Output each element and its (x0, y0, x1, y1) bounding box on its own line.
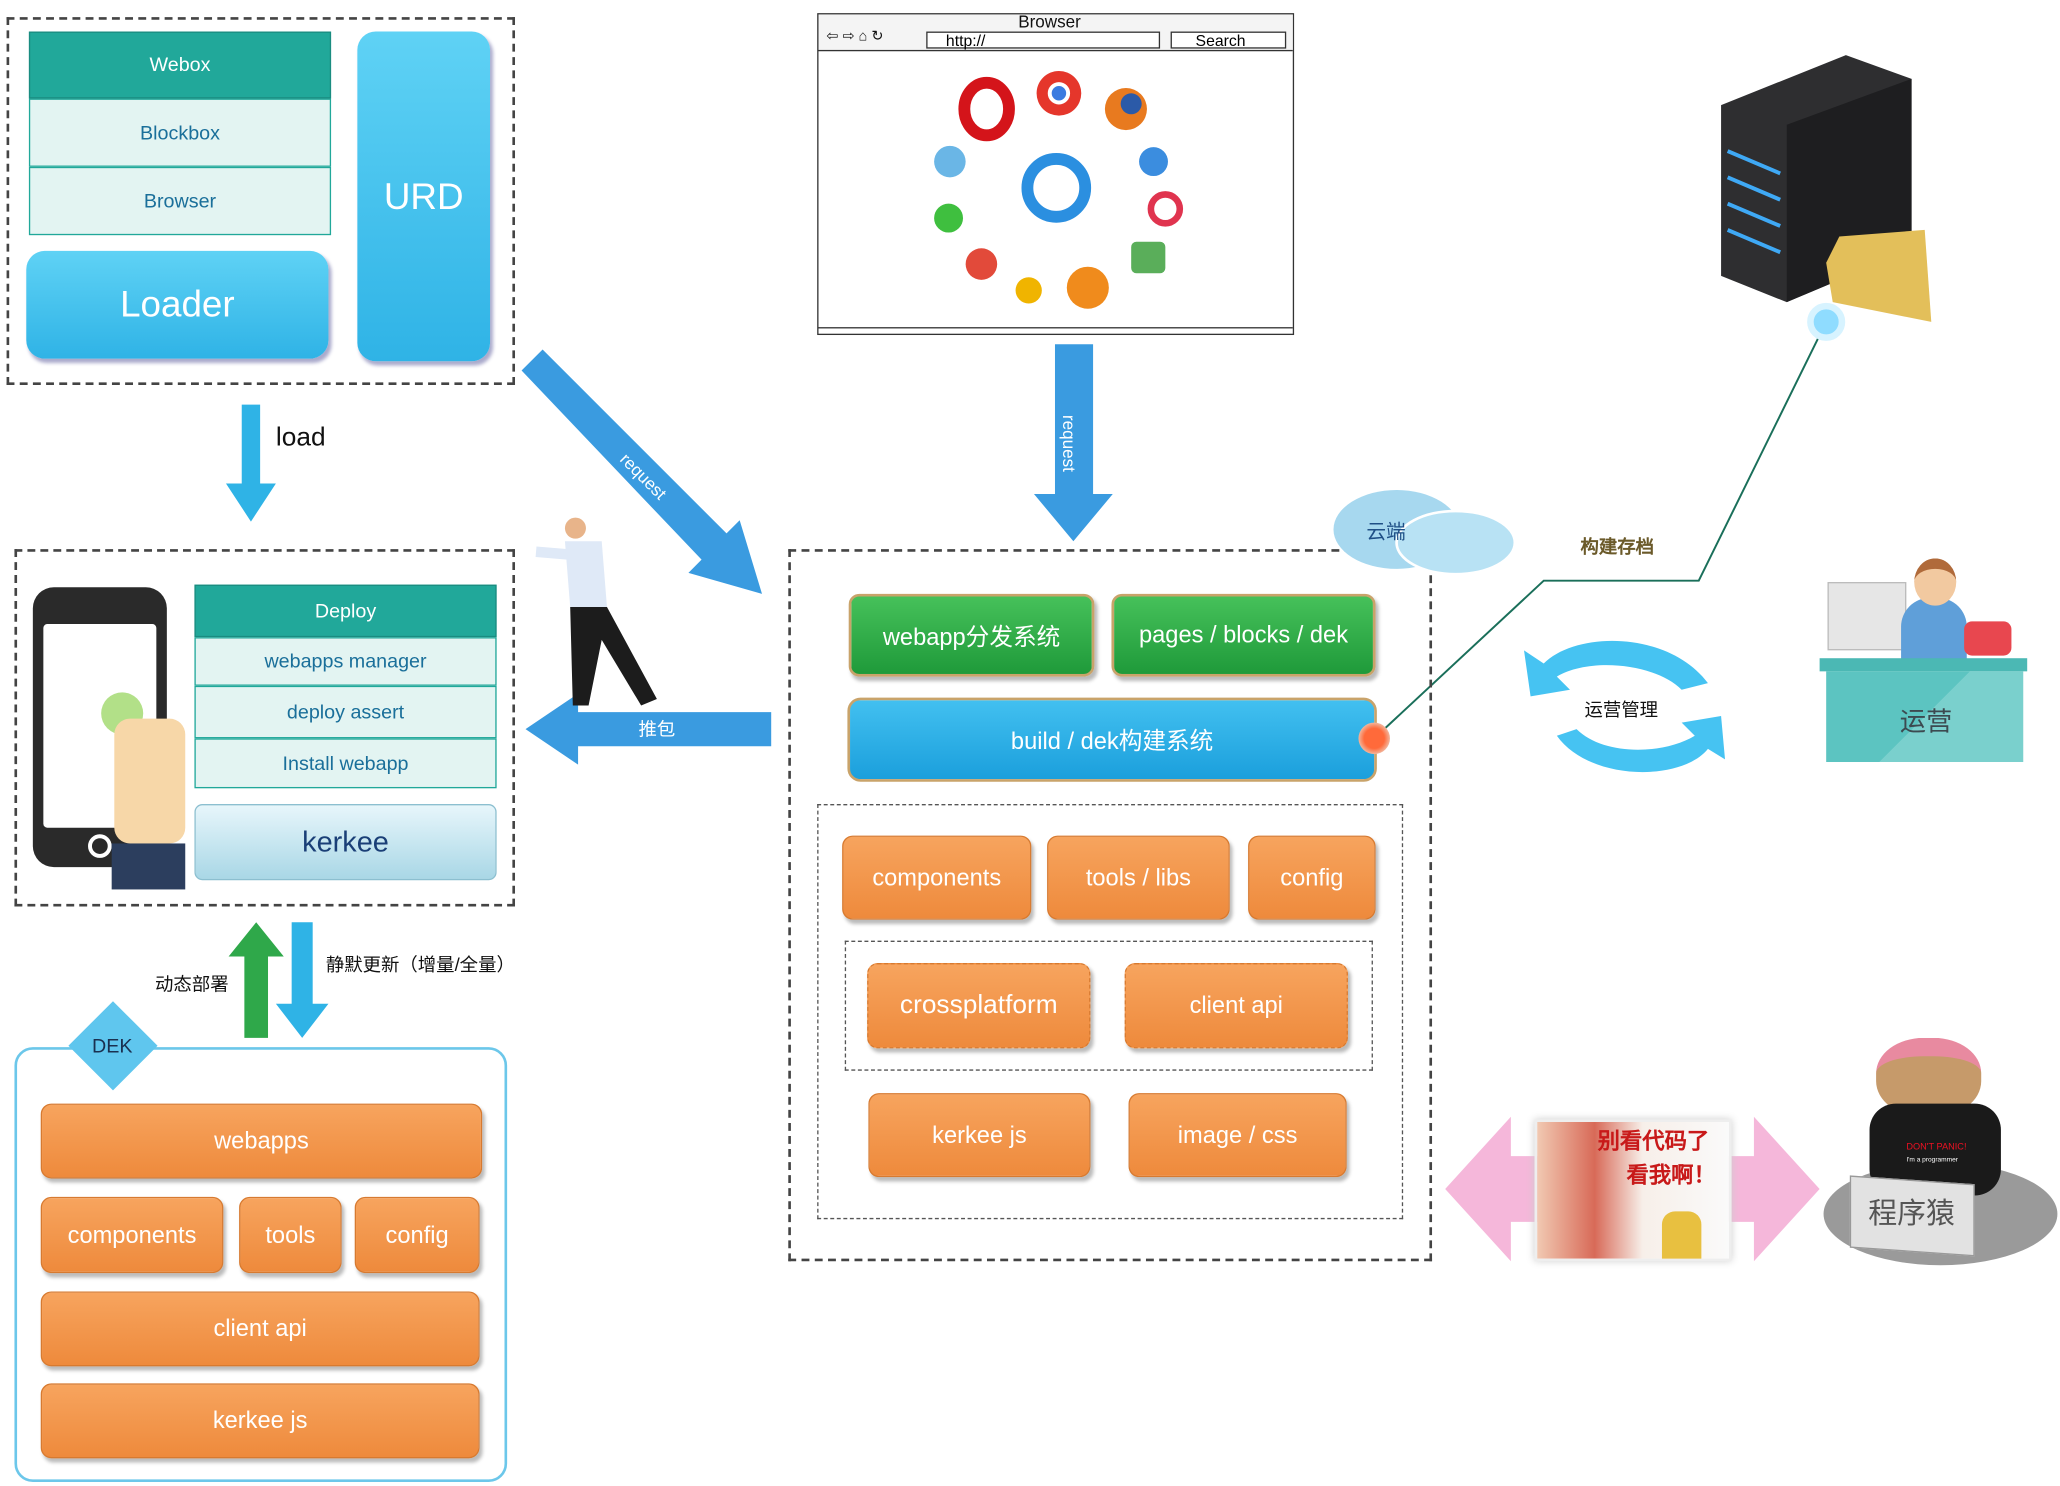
archive-link-line (1373, 321, 1828, 740)
monkey-sign: 程序猿 (1868, 1196, 1955, 1230)
dek-kerkee-js: kerkee js (40, 1383, 480, 1459)
pages-blocks-dek: pages / blocks / dek (1111, 593, 1376, 677)
nav-icons[interactable]: ⇦ ⇨ ⌂ ↻ (826, 28, 884, 45)
phone-icon (32, 587, 186, 890)
request-down-label: request (1059, 414, 1079, 472)
cloud-image-css: image / css (1128, 1093, 1347, 1178)
dek-badge: DEK (91, 1035, 133, 1058)
webapps-manager-layer: webapps manager (194, 637, 497, 686)
green-browser-icon (934, 203, 964, 233)
comic-line-1: 别看代码了 (1597, 1128, 1710, 1154)
archive-label: 构建存档 (1580, 536, 1655, 558)
loader-block: Loader (26, 250, 329, 359)
status-bar-line (818, 327, 1293, 329)
dek-config: config (354, 1196, 480, 1274)
push-arrow (525, 693, 772, 765)
dek-package (14, 1047, 508, 1482)
ops-manage-label: 运营管理 (1584, 698, 1659, 720)
comic-line-2: 看我啊！ (1626, 1162, 1716, 1188)
build-connector-dot (1358, 722, 1391, 755)
kerkee-block: kerkee (194, 804, 497, 881)
browser-window: Browser ⇦ ⇨ ⌂ ↻ http:// Search (817, 11, 1295, 336)
cloud-system-group (788, 549, 1433, 1262)
load-arrow (225, 404, 276, 522)
silent-update-down-arrow (275, 922, 329, 1038)
address-bar[interactable]: http:// (926, 31, 1161, 49)
sync-cycle-icon (1524, 640, 1726, 773)
blockbox-layer: Blockbox (28, 98, 332, 167)
maxthon-icon (1139, 147, 1168, 177)
search-box[interactable]: Search (1170, 31, 1287, 49)
load-label: load (275, 423, 326, 452)
silent-update-label: 静默更新（增量/全量） (325, 953, 515, 975)
runtime-group (6, 17, 516, 385)
phone-handset-icon (1964, 621, 2012, 656)
shirt-text: DON'T PANIC! (1906, 1143, 1967, 1153)
urd-block: URD (357, 31, 491, 362)
pinwheel-icon (1015, 277, 1042, 304)
uc-browser-icon (1066, 266, 1109, 309)
cloud-label: 云端 (1366, 521, 1406, 544)
push-label: 推包 (638, 718, 676, 740)
programmer-monkey-icon: DON'T PANIC! I'm a programmer 程序猿 (1823, 1037, 2058, 1268)
theworld-icon (965, 248, 998, 280)
browser-title: Browser (1018, 11, 1081, 32)
ops-person-desk-icon (1819, 558, 2030, 763)
build-system: build / dek构建系统 (847, 697, 1377, 782)
platform-group (844, 940, 1373, 1071)
client-group (14, 549, 516, 907)
robot-browser-icon (934, 145, 966, 178)
deploy-assert-layer: deploy assert (194, 685, 497, 739)
shirt-subtext: I'm a programmer (1906, 1156, 1958, 1165)
opera-icon (958, 76, 1015, 142)
hand-icon (114, 718, 186, 844)
webapp-distribution-system: webapp分发系统 (848, 593, 1095, 677)
request-diagonal-arrow (521, 349, 763, 594)
cloud-config: config (1248, 835, 1376, 920)
webox-layer: Webox (28, 31, 332, 99)
server-icon (1721, 55, 1932, 341)
green-arrow-browser-icon (1131, 241, 1166, 274)
install-webapp-layer: Install webapp (194, 738, 497, 789)
browser-toolbar: Browser ⇦ ⇨ ⌂ ↻ http:// Search (818, 11, 1293, 52)
source-group (817, 804, 1404, 1220)
dek-tools: tools (239, 1196, 342, 1274)
dek-webapps: webapps (40, 1103, 483, 1179)
cloud-kerkee-js: kerkee js (868, 1093, 1091, 1178)
dek-client-api: client api (40, 1291, 480, 1367)
dynamic-deploy-label: 动态部署 (155, 973, 229, 995)
pushing-man-icon (535, 517, 657, 706)
cloud-client-api: client api (1124, 963, 1348, 1049)
dek-components: components (40, 1196, 224, 1274)
folder-icon (1826, 229, 1932, 322)
dynamic-deploy-up-arrow (228, 922, 284, 1038)
ie-blue-icon (1021, 153, 1092, 223)
ops-desk-label: 运营 (1899, 708, 1953, 738)
deploy-layer: Deploy (194, 584, 497, 638)
cloud-icon (1333, 490, 1517, 576)
request-down-arrow (1033, 344, 1113, 542)
cloud-crossplatform: crossplatform (867, 963, 1091, 1049)
cloud-components: components (842, 835, 1032, 920)
cloud-tools-libs: tools / libs (1047, 835, 1230, 920)
browser-logos (934, 70, 1184, 309)
google-icon (1147, 191, 1184, 227)
browser-layer: Browser (28, 166, 332, 236)
comic-image: 别看代码了 看我啊！ (1534, 1119, 1732, 1262)
